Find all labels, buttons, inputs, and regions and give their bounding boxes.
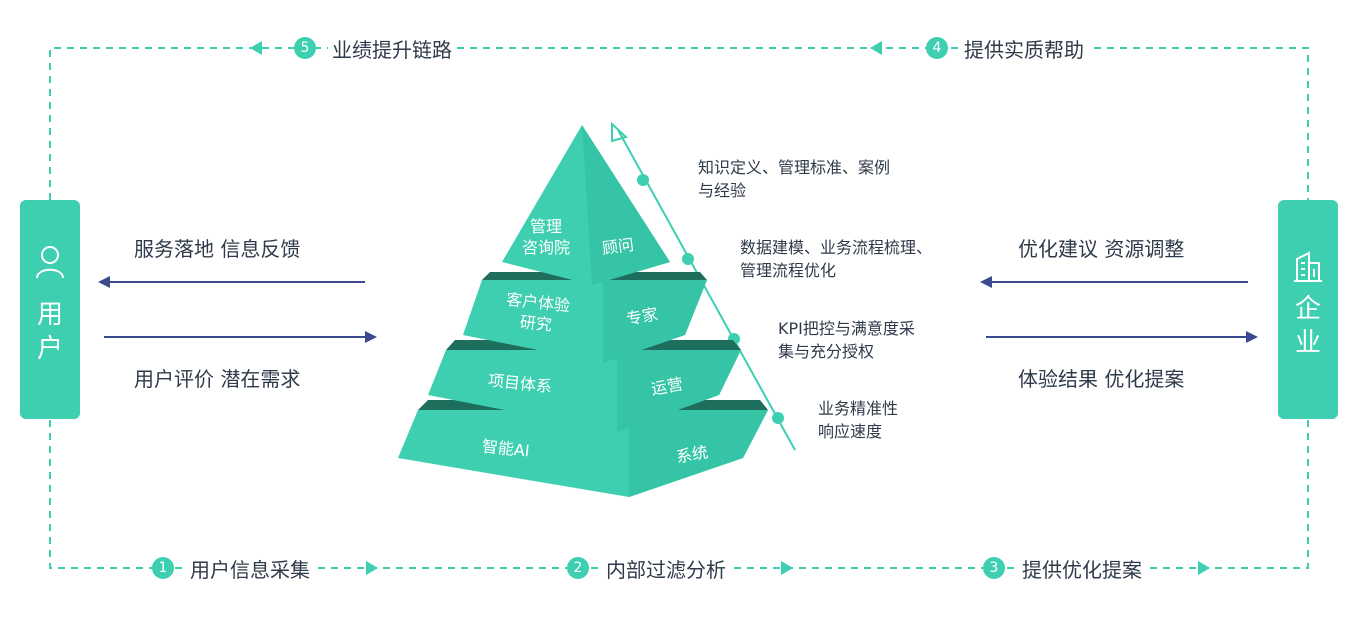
step-2-number: 2 <box>567 557 589 579</box>
loop-arrow-bottom-2 <box>781 561 793 575</box>
loop-arrow-bottom-3 <box>1198 561 1210 575</box>
note-4: 业务精准性 响应速度 <box>818 399 899 441</box>
step-5-label: 业绩提升链路 <box>328 34 456 63</box>
loop-arrow-top-right <box>870 41 882 55</box>
step-3-number: 3 <box>983 557 1005 579</box>
user-label-line-2: 户 <box>36 334 63 364</box>
pyramid-level-1-right: 顾问 <box>600 234 636 259</box>
building-icon <box>1294 251 1322 282</box>
enterprise-box: 企 业 <box>1278 200 1338 419</box>
step-4-number: 4 <box>926 37 948 59</box>
user-icon <box>36 246 64 279</box>
step-1-label: 用户信息采集 <box>186 554 314 583</box>
flow-user-in: 服务落地 信息反馈 <box>134 237 301 261</box>
step-1-number: 1 <box>152 557 174 579</box>
user-label-line-1: 用 <box>36 300 63 330</box>
step-3-label: 提供优化提案 <box>1018 554 1146 583</box>
note-1: 知识定义、管理标准、案例 与经验 <box>698 158 891 200</box>
user-box: 用 户 <box>20 200 80 419</box>
step-2-label: 内部过滤分析 <box>602 554 730 583</box>
flow-enterprise-out: 优化建议 资源调整 <box>1018 237 1185 261</box>
note-2: 数据建模、业务流程梳理、 管理流程优化 <box>740 238 933 280</box>
loop-arrow-top-left <box>250 41 262 55</box>
flow-enterprise-in: 体验结果 优化提案 <box>1018 367 1185 391</box>
note-3: KPI把控与满意度采 集与充分授权 <box>778 319 915 361</box>
step-5-number: 5 <box>294 37 316 59</box>
pyramid-level-2-left: 客户体验 研究 <box>505 289 571 335</box>
enterprise-label-line-1: 企 <box>1294 294 1321 324</box>
enterprise-label-line-2: 业 <box>1294 328 1321 358</box>
dashed-loop <box>49 47 1309 569</box>
loop-arrow-bottom-1 <box>366 561 378 575</box>
step-4-label: 提供实质帮助 <box>960 34 1088 63</box>
pyramid-level-1-left: 管理 咨询院 <box>522 217 571 257</box>
flow-user-out: 用户评价 潜在需求 <box>134 367 301 391</box>
pyramid <box>398 125 768 497</box>
